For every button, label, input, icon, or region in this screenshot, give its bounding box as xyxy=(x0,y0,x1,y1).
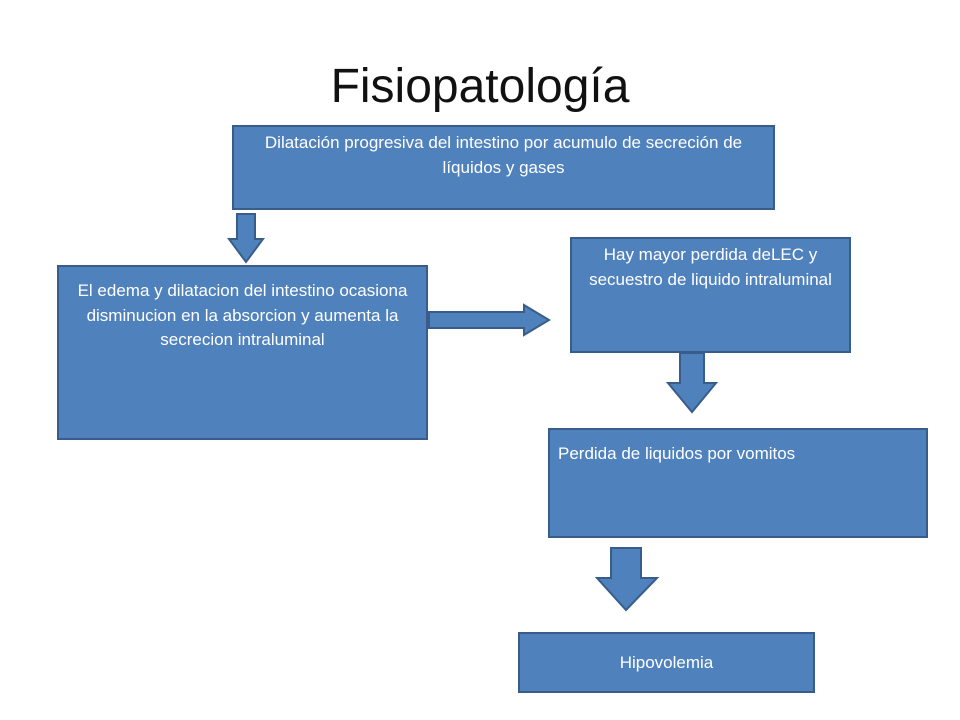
box-perdida-lec: Hay mayor perdida deLEC y secuestro de l… xyxy=(570,237,851,353)
arrow-right-icon xyxy=(428,303,551,337)
arrow-down-icon xyxy=(665,352,719,414)
box-edema: El edema y dilatacion del intestino ocas… xyxy=(57,265,428,440)
box-hipovolemia: Hipovolemia xyxy=(518,632,815,693)
arrow-down-icon xyxy=(227,213,265,264)
slide-title: Fisiopatología xyxy=(330,60,630,113)
arrow-down-icon xyxy=(594,547,660,612)
box-dilatacion: Dilatación progresiva del intestino por … xyxy=(232,125,775,210)
box-vomitos: Perdida de liquidos por vomitos xyxy=(548,428,928,538)
